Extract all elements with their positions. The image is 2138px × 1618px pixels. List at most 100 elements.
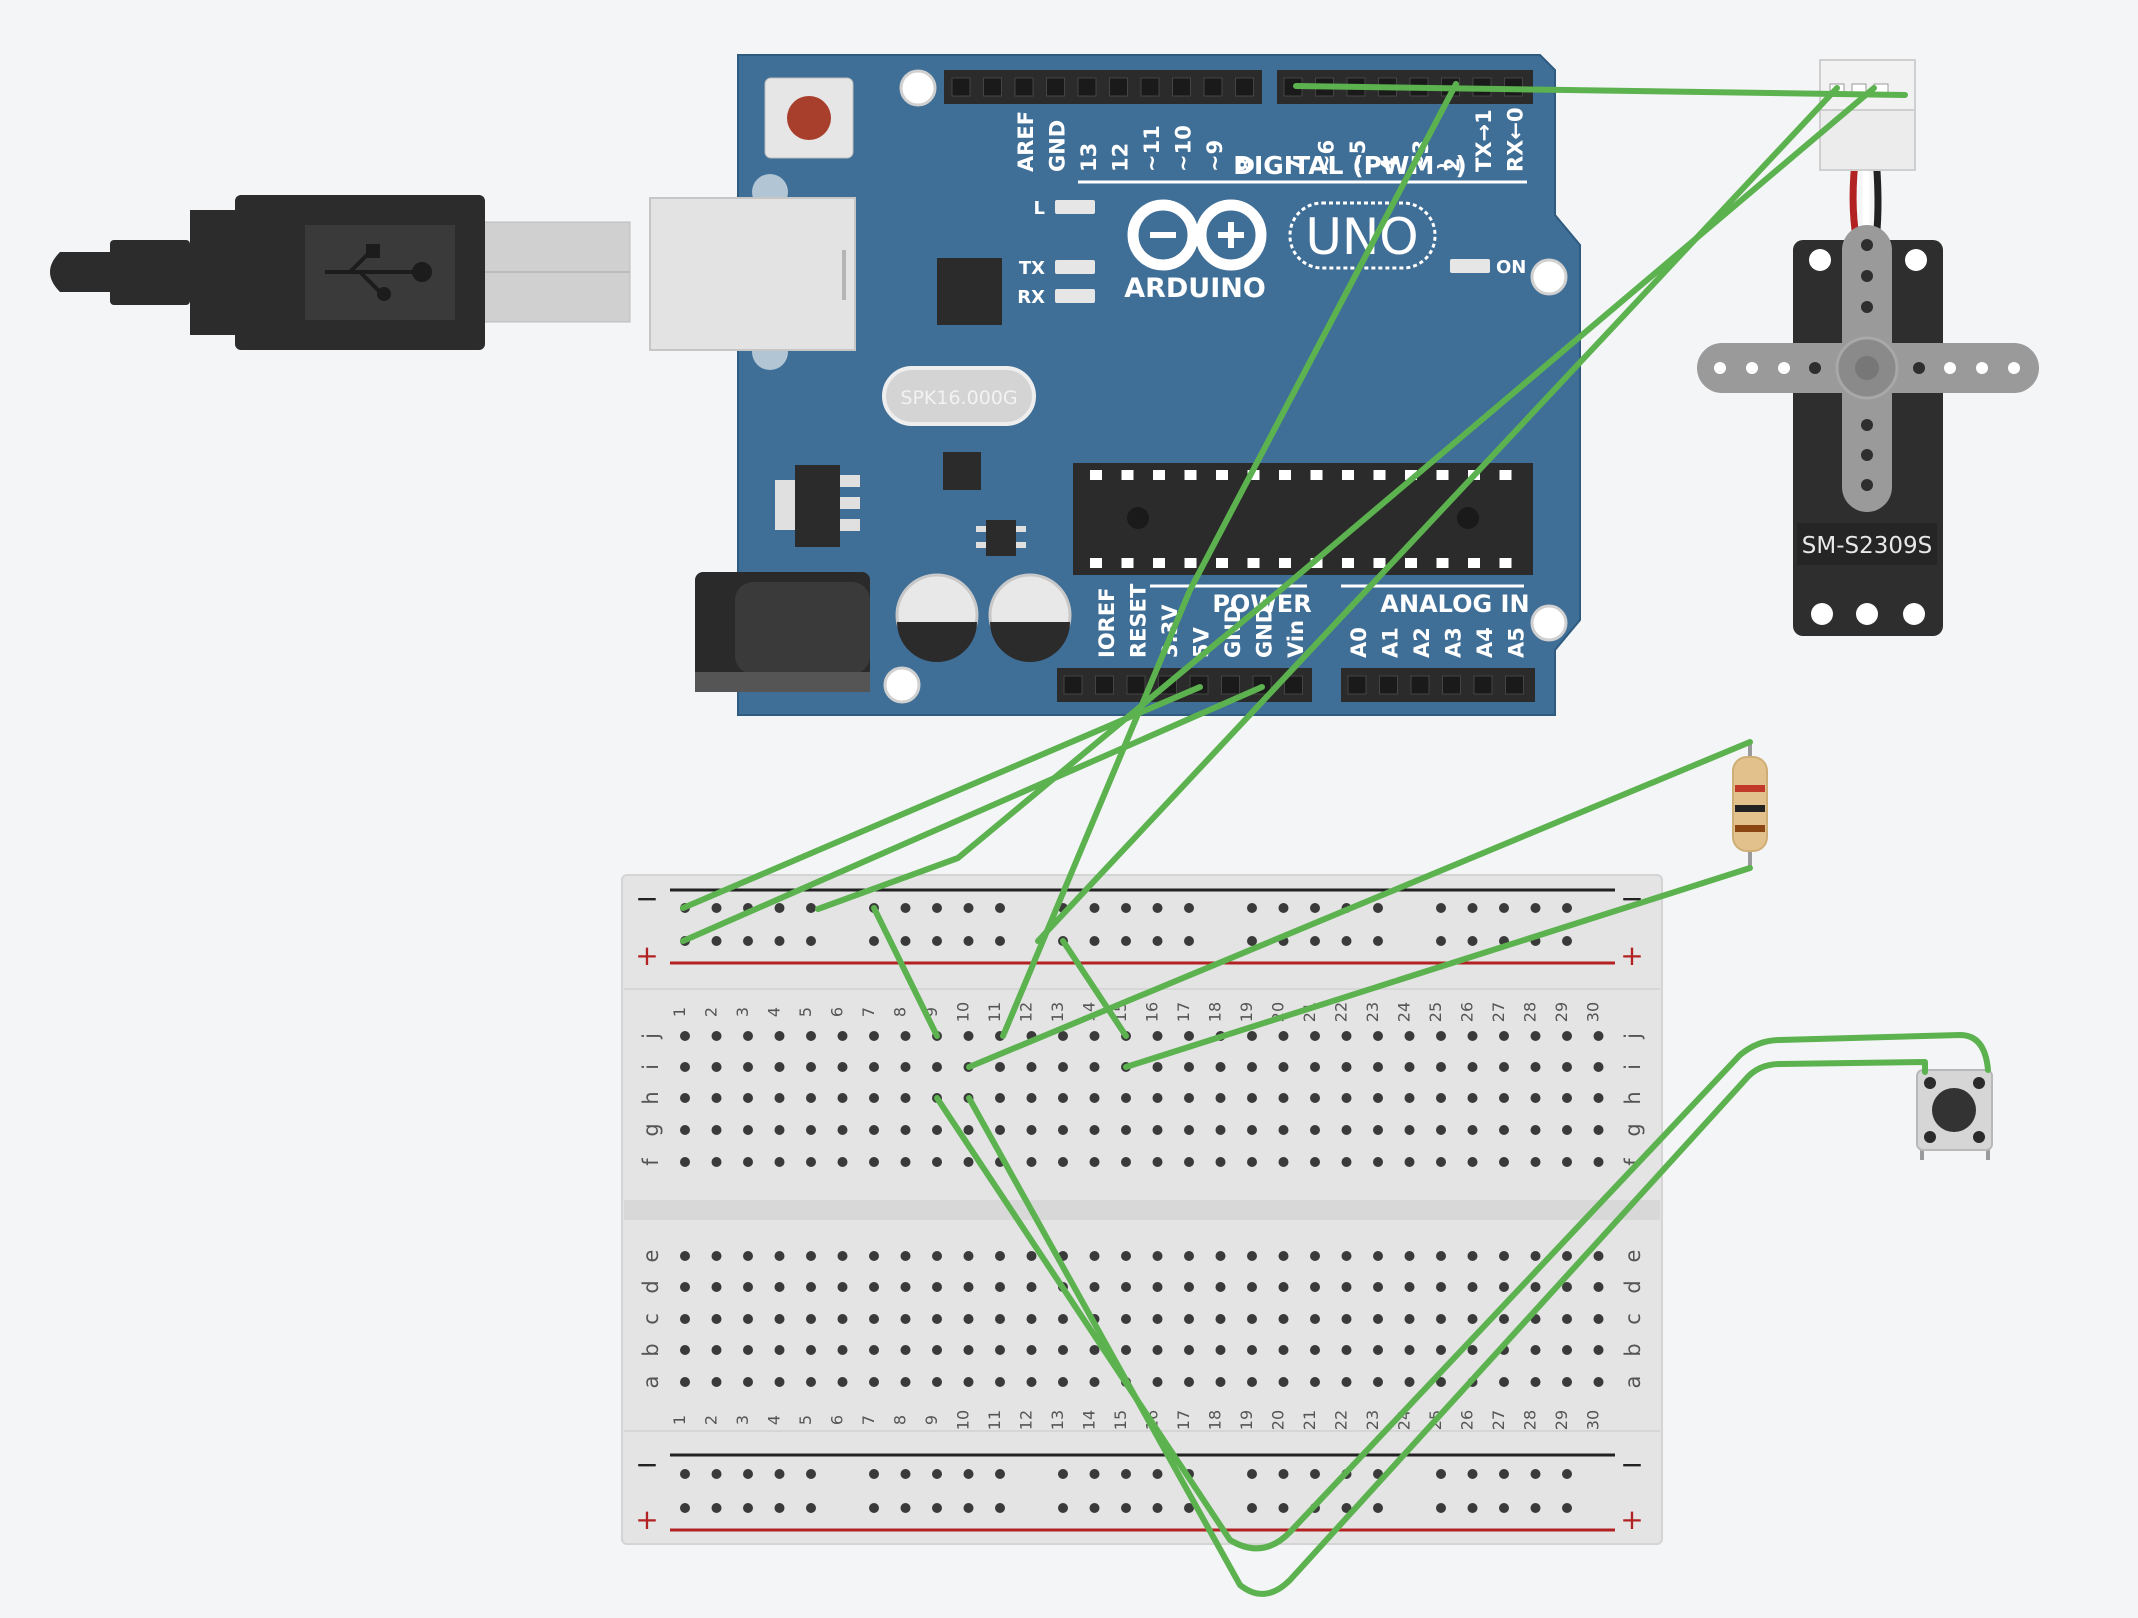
breadboard-hole[interactable]	[995, 1093, 1005, 1103]
breadboard-hole[interactable]	[1152, 1125, 1163, 1135]
rail-hole[interactable]	[900, 936, 911, 946]
breadboard-hole[interactable]	[1562, 1031, 1572, 1041]
breadboard-hole[interactable]	[743, 1345, 753, 1355]
rail-hole[interactable]	[1121, 936, 1131, 946]
breadboard-hole[interactable]	[1310, 1093, 1320, 1103]
breadboard-hole[interactable]	[1404, 1062, 1415, 1072]
breadboard-hole[interactable]	[1593, 1157, 1604, 1167]
breadboard-hole[interactable]	[1278, 1314, 1289, 1324]
breadboard-hole[interactable]	[963, 1345, 974, 1355]
breadboard-hole[interactable]	[1436, 1282, 1446, 1292]
breadboard-hole[interactable]	[900, 1157, 911, 1167]
rail-hole[interactable]	[932, 1503, 942, 1513]
breadboard-hole[interactable]	[743, 1251, 753, 1261]
breadboard-hole[interactable]	[1026, 1345, 1037, 1355]
rail-hole[interactable]	[1121, 1469, 1131, 1479]
breadboard-hole[interactable]	[680, 1282, 690, 1292]
breadboard-hole[interactable]	[963, 1251, 974, 1261]
breadboard-hole[interactable]	[1310, 1314, 1320, 1324]
breadboard-hole[interactable]	[1499, 1377, 1509, 1387]
breadboard-hole[interactable]	[680, 1062, 690, 1072]
header-socket[interactable]	[1505, 675, 1524, 695]
wire-5v-to-rail[interactable]	[680, 684, 1203, 911]
rail-hole[interactable]	[743, 936, 753, 946]
breadboard-hole[interactable]	[806, 1282, 816, 1292]
breadboard-hole[interactable]	[932, 1251, 942, 1261]
breadboard-hole[interactable]	[1530, 1157, 1541, 1167]
rail-hole[interactable]	[1562, 1503, 1572, 1513]
breadboard-hole[interactable]	[1310, 1251, 1320, 1261]
breadboard-hole[interactable]	[932, 1125, 942, 1135]
breadboard-hole[interactable]	[1341, 1377, 1352, 1387]
breadboard-hole[interactable]	[1499, 1031, 1509, 1041]
breadboard-hole[interactable]	[1310, 1125, 1320, 1135]
breadboard-hole[interactable]	[1247, 1282, 1257, 1292]
header-socket[interactable]	[1095, 675, 1114, 695]
breadboard-hole[interactable]	[1436, 1314, 1446, 1324]
breadboard-hole[interactable]	[1467, 1157, 1478, 1167]
breadboard-hole[interactable]	[995, 1314, 1005, 1324]
rail-hole[interactable]	[900, 903, 911, 913]
breadboard-hole[interactable]	[1121, 1157, 1131, 1167]
rail-hole[interactable]	[1499, 903, 1509, 913]
breadboard-hole[interactable]	[1530, 1062, 1541, 1072]
header-socket[interactable]	[983, 77, 1002, 97]
breadboard-hole[interactable]	[1436, 1251, 1446, 1261]
rail-hole[interactable]	[1247, 936, 1257, 946]
breadboard-hole[interactable]	[1404, 1031, 1415, 1041]
rail-hole[interactable]	[963, 1503, 974, 1513]
breadboard-hole[interactable]	[1058, 1031, 1068, 1041]
breadboard-hole[interactable]	[837, 1031, 848, 1041]
breadboard-hole[interactable]	[900, 1031, 911, 1041]
header-socket[interactable]	[1473, 675, 1493, 695]
rail-hole[interactable]	[1562, 903, 1572, 913]
breadboard-hole[interactable]	[1562, 1251, 1572, 1261]
breadboard-hole[interactable]	[869, 1157, 879, 1167]
breadboard-hole[interactable]	[1152, 1062, 1163, 1072]
header-socket[interactable]	[1347, 675, 1367, 695]
breadboard-hole[interactable]	[743, 1093, 753, 1103]
breadboard-hole[interactable]	[774, 1062, 785, 1072]
header-socket[interactable]	[1109, 77, 1128, 97]
rail-hole[interactable]	[774, 936, 785, 946]
breadboard-hole[interactable]	[1562, 1282, 1572, 1292]
breadboard-hole[interactable]	[1341, 1157, 1352, 1167]
rail-hole[interactable]	[774, 903, 785, 913]
breadboard-hole[interactable]	[932, 1282, 942, 1292]
rail-hole[interactable]	[1121, 1503, 1131, 1513]
header-socket[interactable]	[1140, 77, 1160, 97]
header-socket[interactable]	[1442, 675, 1461, 695]
breadboard-hole[interactable]	[869, 1093, 879, 1103]
breadboard-hole[interactable]	[963, 1282, 974, 1292]
rail-hole[interactable]	[1373, 903, 1383, 913]
rail-hole[interactable]	[1499, 1503, 1509, 1513]
breadboard-hole[interactable]	[1373, 1062, 1383, 1072]
breadboard-hole[interactable]	[1530, 1345, 1541, 1355]
breadboard-hole[interactable]	[1184, 1251, 1194, 1261]
breadboard-hole[interactable]	[1436, 1062, 1446, 1072]
breadboard-hole[interactable]	[1026, 1157, 1037, 1167]
breadboard-hole[interactable]	[1373, 1314, 1383, 1324]
rail-hole[interactable]	[1373, 936, 1383, 946]
breadboard-hole[interactable]	[711, 1157, 722, 1167]
breadboard-hole[interactable]	[1247, 1251, 1257, 1261]
wire-pin2-to-breadboard[interactable]	[1000, 81, 1459, 1039]
breadboard-hole[interactable]	[1341, 1314, 1352, 1324]
breadboard-hole[interactable]	[680, 1031, 690, 1041]
rail-hole[interactable]	[711, 1503, 722, 1513]
breadboard-hole[interactable]	[1562, 1157, 1572, 1167]
breadboard-hole[interactable]	[1278, 1377, 1289, 1387]
breadboard-hole[interactable]	[1278, 1062, 1289, 1072]
breadboard-hole[interactable]	[1404, 1345, 1415, 1355]
breadboard-hole[interactable]	[774, 1031, 785, 1041]
breadboard-hole[interactable]	[743, 1062, 753, 1072]
breadboard-hole[interactable]	[1373, 1093, 1383, 1103]
header-socket[interactable]	[1014, 77, 1034, 97]
wire-button-left[interactable]	[934, 1032, 1991, 1552]
breadboard-hole[interactable]	[1058, 1345, 1068, 1355]
breadboard-hole[interactable]	[1373, 1031, 1383, 1041]
breadboard-hole[interactable]	[1341, 1031, 1352, 1041]
breadboard-hole[interactable]	[1373, 1345, 1383, 1355]
breadboard-hole[interactable]	[932, 1157, 942, 1167]
breadboard-hole[interactable]	[963, 1125, 974, 1135]
